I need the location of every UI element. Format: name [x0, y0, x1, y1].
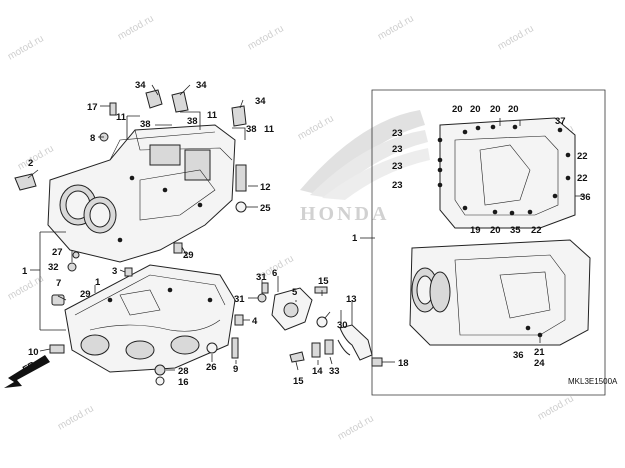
plug-part	[154, 364, 166, 376]
watermark-text: motod.ru	[116, 13, 156, 42]
watermark-text: motod.ru	[536, 393, 576, 422]
callout-22: 22	[531, 225, 542, 236]
callout-23: 23	[392, 144, 403, 155]
callout-10: 10	[28, 347, 39, 358]
oil-jet-part	[14, 173, 37, 191]
leader-lines	[27, 84, 585, 371]
callout-13: 13	[346, 294, 357, 305]
callout-19: 19	[470, 225, 481, 236]
dowel-part	[234, 314, 244, 326]
callout-34: 34	[135, 80, 146, 91]
callout-30: 30	[337, 320, 348, 331]
callout-32: 32	[48, 262, 59, 273]
callout-4: 4	[252, 316, 258, 327]
sensor-part	[145, 89, 163, 109]
callout-11: 11	[116, 112, 127, 123]
callout-23: 23	[392, 180, 403, 191]
callout-29: 29	[183, 250, 194, 261]
callout-34: 34	[196, 80, 207, 91]
callout-8: 8	[90, 133, 95, 144]
watermark-text: motod.ru	[246, 23, 286, 52]
washer-part	[155, 376, 165, 386]
callout-38: 38	[187, 116, 198, 127]
callout-12: 12	[260, 182, 271, 193]
callout-16: 16	[178, 377, 189, 388]
callout-18: 18	[398, 358, 409, 369]
callout-5: 5	[292, 287, 298, 298]
diagram-code: MKL3E1500A	[568, 377, 618, 386]
watermark-text: motod.ru	[16, 143, 56, 172]
watermark-text: motod.ru	[296, 113, 336, 142]
bolt-part	[49, 344, 65, 354]
sensor-part	[171, 91, 189, 113]
sensor-part	[231, 105, 247, 127]
callout-22: 22	[577, 151, 588, 162]
callout-15: 15	[318, 276, 329, 287]
callout-1: 1	[95, 277, 101, 288]
callout-35: 35	[510, 225, 521, 236]
watermark-text: motod.ru	[376, 13, 416, 42]
detail-view-box	[371, 89, 606, 396]
callout-24: 24	[534, 358, 545, 369]
orifice-part	[51, 294, 65, 306]
callout-1: 1	[352, 233, 358, 244]
callout-6: 6	[272, 268, 277, 279]
callout-37: 37	[555, 116, 566, 127]
callout-36: 36	[513, 350, 524, 361]
callout-26: 26	[206, 362, 217, 373]
callout-2: 2	[28, 158, 33, 169]
callout-38: 38	[246, 124, 257, 135]
oring-part	[72, 251, 80, 259]
callout-9: 9	[233, 364, 238, 375]
washer-part	[235, 201, 247, 213]
oil-pump-parts	[257, 282, 383, 367]
callout-20: 20	[508, 104, 519, 115]
callout-23: 23	[392, 128, 403, 139]
callout-36: 36	[580, 192, 591, 203]
honda-logo-text: HONDA	[300, 203, 389, 225]
callout-20: 20	[490, 104, 501, 115]
front-direction-arrow: FR.	[4, 355, 50, 388]
callout-31: 31	[256, 272, 267, 283]
callout-38: 38	[140, 119, 151, 130]
lower-crankcase	[64, 264, 236, 373]
callout-11: 11	[207, 110, 218, 121]
watermark-text: motod.ru	[6, 33, 46, 62]
callout-27: 27	[52, 247, 63, 258]
bolt-part	[231, 337, 239, 359]
callout-labels: 34 34 34 17 11 38 38 11 38 11 8 2 12 25 …	[22, 80, 591, 388]
callout-1: 1	[22, 266, 28, 277]
callout-23: 23	[392, 161, 403, 172]
callout-29: 29	[80, 289, 91, 300]
watermark-text: motod.ru	[496, 23, 536, 52]
honda-wing-logo: HONDA	[300, 110, 430, 225]
watermark-text: motod.ru	[336, 413, 376, 442]
callout-7: 7	[56, 278, 61, 289]
callout-21: 21	[534, 347, 545, 358]
callout-31: 31	[234, 294, 245, 305]
bolt-part	[109, 102, 117, 116]
callout-33: 33	[329, 366, 340, 377]
callout-20: 20	[452, 104, 463, 115]
callout-11: 11	[264, 124, 275, 135]
callout-17: 17	[87, 102, 98, 113]
callout-34: 34	[255, 96, 266, 107]
callout-3: 3	[112, 266, 117, 277]
callout-28: 28	[178, 366, 189, 377]
callout-20: 20	[470, 104, 481, 115]
washer-part	[206, 342, 218, 354]
callout-25: 25	[260, 203, 271, 214]
callout-15: 15	[293, 376, 304, 387]
dowel-part	[124, 267, 133, 277]
watermark-text: motod.ru	[56, 403, 96, 432]
switch-part	[235, 164, 247, 192]
dowel-part	[173, 242, 183, 254]
callout-20: 20	[490, 225, 501, 236]
callout-22: 22	[577, 173, 588, 184]
upper-crankcase	[47, 124, 236, 263]
dowel-part	[67, 262, 77, 272]
callout-14: 14	[312, 366, 323, 377]
